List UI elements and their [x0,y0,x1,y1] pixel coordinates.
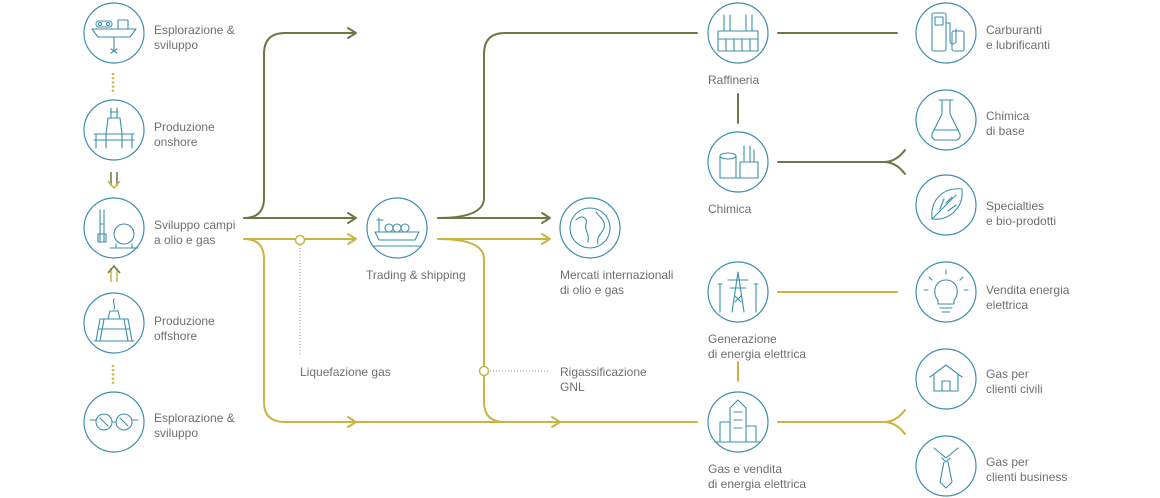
label-esplorazione-top: Esplorazione &sviluppo [154,23,235,52]
label-chimica: Chimica [708,202,752,216]
gas-line-trading-to-gas-vendita [437,238,506,423]
globe-icon [559,197,621,259]
survey-ship-icon [83,2,145,64]
oil-arrow-markets [541,212,551,224]
oil-flow-lines [243,27,906,224]
gas-arrow-lower [347,416,357,428]
oil-line-to-refinery-upper [243,32,355,219]
fuel-pump-icon [915,2,977,64]
gas-line-gas-split [777,409,906,435]
liquefazione-marker [294,234,306,246]
house-icon [915,348,977,410]
gas-line-to-gas-vendita [243,238,698,423]
label-esplorazione-bottom: Esplorazione &sviluppo [154,411,235,440]
oil-arrow-trading [347,212,357,224]
left-column-connectors [107,73,121,384]
power-pylon-icon [707,261,769,323]
gas-arrow-markets [541,233,551,245]
goggles-icon [83,391,145,453]
bio-leaf-icon [915,174,977,236]
flask-icon [915,89,977,151]
gas-arrow-lower-2 [551,416,561,428]
offshore-platform-icon [83,292,145,354]
gas-arrow-trading [347,233,357,245]
lng-tanker-icon [366,197,428,259]
onshore-rig-icon [83,99,145,161]
light-bulb-icon [915,261,977,323]
oil-line-trading-to-refinery [437,32,698,219]
oil-line-chimica-split [777,149,906,175]
refinery-icon [707,2,769,64]
annotation-markers [294,234,550,377]
oil-arrow-upper [347,27,357,39]
business-tie-icon [915,435,977,497]
arrow-down-to-sviluppo [107,172,121,190]
label-liquefazione: Liquefazione gas [300,365,391,379]
chemical-plant-icon [707,131,769,193]
label-trading-shipping: Trading & shipping [366,268,466,282]
city-buildings-icon [707,391,769,453]
label-raffineria: Raffineria [708,73,760,87]
rigassificazione-marker [478,365,490,377]
arrow-up-to-sviluppo [107,264,121,282]
field-development-icon [83,197,145,259]
